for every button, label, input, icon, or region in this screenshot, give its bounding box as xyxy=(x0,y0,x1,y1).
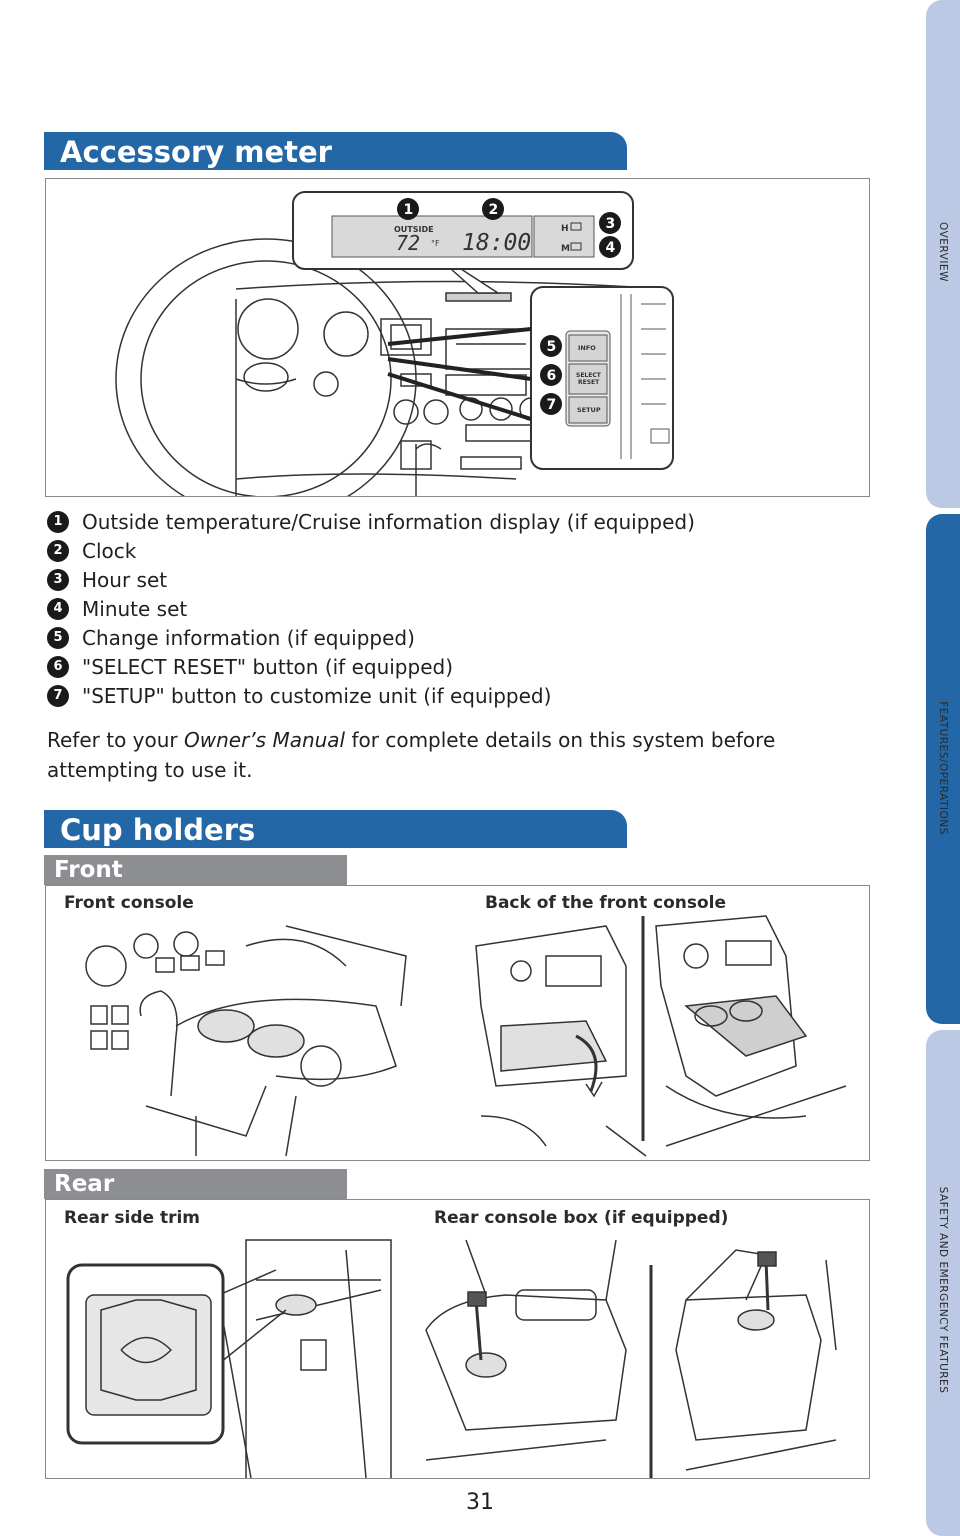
display-clock: 18:00 xyxy=(462,230,531,256)
reset-button-label: RESET xyxy=(578,379,600,386)
page-number: 31 xyxy=(466,1490,494,1515)
legend-item-1: 1 Outside temperature/Cruise information … xyxy=(47,507,695,536)
front-cup-holder-illustration xyxy=(45,885,870,1161)
rear-console-box-caption: Rear console box (if equipped) xyxy=(434,1208,729,1228)
legend-item-3: 3 Hour set xyxy=(47,565,167,594)
cup-holders-title: Cup holders xyxy=(44,810,627,848)
tab-features-operations-label: FEATURES/OPERATIONS xyxy=(937,701,949,835)
legend-item-5: 5 Change information (if equipped) xyxy=(47,623,415,652)
tab-overview[interactable] xyxy=(926,0,960,508)
rear-cup-holder-illustration xyxy=(45,1199,870,1481)
callout-3: 3 xyxy=(606,216,616,232)
legend-item-7: 7 "SETUP" button to customize unit (if eq… xyxy=(47,681,551,710)
tab-overview-label: OVERVIEW xyxy=(937,222,949,282)
legend-text-7: "SETUP" button to customize unit (if equ… xyxy=(82,683,552,708)
legend-text-6: "SELECT RESET" button (if equipped) xyxy=(82,654,453,679)
callout-4: 4 xyxy=(606,240,616,256)
legend-number-3: 3 xyxy=(47,568,69,591)
legend-item-6: 6 "SELECT RESET" button (if equipped) xyxy=(47,652,453,681)
note-before: Refer to your xyxy=(47,728,184,752)
callout-7: 7 xyxy=(547,397,557,413)
legend-text-3: Hour set xyxy=(82,567,168,592)
info-button-label: INFO xyxy=(578,344,596,352)
legend-number-7: 7 xyxy=(47,684,69,707)
legend-text-4: Minute set xyxy=(82,596,188,621)
legend-number-4: 4 xyxy=(47,597,69,620)
setup-button-label: SETUP xyxy=(577,406,601,414)
display-h-label: H xyxy=(561,224,569,234)
legend-text-2: Clock xyxy=(82,538,137,563)
legend-text-1: Outside temperature/Cruise information d… xyxy=(82,509,695,534)
accessory-meter-title: Accessory meter xyxy=(44,132,627,170)
owners-manual-note: Refer to your Owner’s Manual for complet… xyxy=(47,725,867,785)
display-unit: °F xyxy=(431,239,440,248)
legend-number-5: 5 xyxy=(47,626,69,649)
rear-side-trim-caption: Rear side trim xyxy=(64,1208,201,1228)
display-outside-label: OUTSIDE xyxy=(394,225,434,234)
callout-5: 5 xyxy=(547,339,557,355)
legend-number-1: 1 xyxy=(47,510,69,533)
legend-number-6: 6 xyxy=(47,655,69,678)
callout-1: 1 xyxy=(404,202,414,218)
note-emphasis: Owner’s Manual xyxy=(184,728,346,752)
dashboard-drawing: OUTSIDE 72 °F 18:00 H M INFO SELECT RESE… xyxy=(115,191,674,520)
legend-item-4: 4 Minute set xyxy=(47,594,187,623)
select-button-label: SELECT xyxy=(576,372,602,379)
rear-label: Rear xyxy=(44,1169,347,1199)
tab-safety-emergency-label: SAFETY AND EMERGENCY FEATURES xyxy=(937,1186,949,1394)
front-console-drawings xyxy=(85,915,847,1157)
note-after: for complete details on this system befo… xyxy=(47,728,776,782)
display-m-label: M xyxy=(561,244,570,254)
tab-features-operations[interactable] xyxy=(926,514,960,1024)
legend-number-2: 2 xyxy=(47,539,69,562)
display-temperature: 72 xyxy=(396,231,420,255)
front-label: Front xyxy=(44,855,347,885)
callout-2: 2 xyxy=(489,202,499,218)
callout-6: 6 xyxy=(547,368,557,384)
legend-text-5: Change information (if equipped) xyxy=(82,625,415,650)
front-console-caption: Front console xyxy=(64,893,194,913)
rear-console-drawings xyxy=(66,1239,837,1481)
accessory-meter-illustration: OUTSIDE 72 °F 18:00 H M INFO SELECT RESE… xyxy=(45,178,870,520)
legend-item-2: 2 Clock xyxy=(47,536,136,565)
tab-safety-emergency[interactable] xyxy=(926,1030,960,1536)
back-of-front-console-caption: Back of the front console xyxy=(485,893,727,913)
